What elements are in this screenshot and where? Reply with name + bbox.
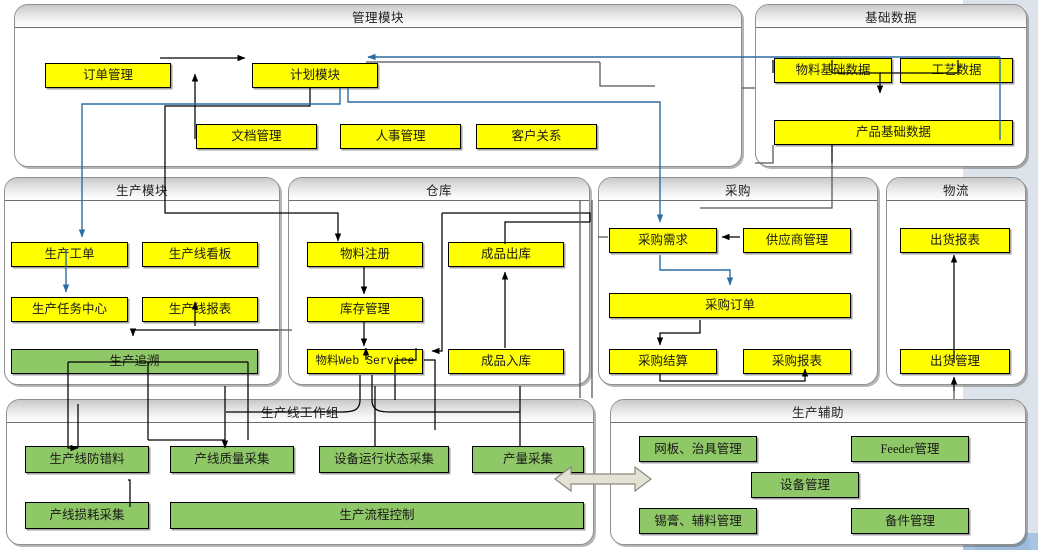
panel-basic-data-header: 基础数据: [756, 5, 1026, 28]
node-doc-mgmt[interactable]: 文档管理: [196, 124, 317, 149]
panel-management-header: 管理模块: [15, 5, 741, 28]
node-supplier-mgmt[interactable]: 供应商管理: [743, 228, 851, 253]
panel-logistics[interactable]: 物流 出货报表 出货管理: [886, 177, 1026, 385]
node-stencil-jig[interactable]: 网板、治具管理: [639, 436, 757, 462]
node-equipment-mgmt[interactable]: 设备管理: [751, 472, 859, 498]
panel-production-support[interactable]: 生产辅助 网板、治具管理 Feeder管理 设备管理 锡膏、辅料管理 备件管理: [610, 399, 1026, 545]
node-equip-status[interactable]: 设备运行状态采集: [319, 446, 449, 473]
node-traceability[interactable]: 生产追溯: [11, 349, 258, 374]
panel-line-workgroup-body: 生产线防错料 产线质量采集 设备运行状态采集 产量采集 产线损耗采集 生产流程控…: [7, 422, 593, 544]
node-fg-outbound[interactable]: 成品出库: [448, 242, 564, 267]
node-hr-mgmt[interactable]: 人事管理: [340, 124, 461, 149]
panel-line-workgroup-header: 生产线工作组: [7, 400, 593, 423]
panel-warehouse-header: 仓库: [289, 178, 589, 201]
node-plan-module[interactable]: 计划模块: [252, 63, 378, 88]
panel-purchasing-body: 采购需求 供应商管理 采购订单 采购结算 采购报表: [599, 200, 877, 384]
panel-production-body: 生产工单 生产线看板 生产任务中心 生产线报表 生产追溯: [5, 200, 279, 384]
node-spare-parts[interactable]: 备件管理: [851, 508, 969, 534]
node-process-control[interactable]: 生产流程控制: [170, 502, 584, 529]
bidirectional-arrow-icon: [554, 465, 652, 493]
panel-purchasing-header: 采购: [599, 178, 877, 201]
node-output-collect[interactable]: 产量采集: [472, 446, 584, 473]
node-feeder-mgmt[interactable]: Feeder管理: [851, 436, 969, 462]
node-purchase-req[interactable]: 采购需求: [609, 228, 717, 253]
panel-production-support-header: 生产辅助: [611, 400, 1025, 423]
panel-production-title: 生产模块: [115, 183, 168, 198]
node-line-mistake-proof[interactable]: 生产线防错料: [25, 446, 149, 473]
panel-logistics-body: 出货报表 出货管理: [887, 200, 1025, 384]
panel-logistics-header: 物流: [887, 178, 1025, 201]
node-purchase-order[interactable]: 采购订单: [609, 293, 851, 318]
node-inventory-mgmt[interactable]: 库存管理: [307, 297, 423, 322]
node-line-report[interactable]: 生产线报表: [142, 297, 258, 322]
node-line-loss[interactable]: 产线损耗采集: [25, 502, 149, 529]
panel-basic-data[interactable]: 基础数据 物料基础数据 工艺数据 产品基础数据: [755, 4, 1027, 167]
panel-purchasing-title: 采购: [724, 183, 751, 198]
node-ship-mgmt[interactable]: 出货管理: [900, 349, 1010, 374]
panel-management-body: 订单管理 计划模块 文档管理 人事管理 客户关系: [15, 27, 741, 166]
node-line-quality[interactable]: 产线质量采集: [170, 446, 294, 473]
node-material-web-service[interactable]: 物料Web Service: [307, 349, 423, 374]
panel-management[interactable]: 管理模块 订单管理 计划模块 文档管理 人事管理 客户关系: [14, 4, 742, 167]
node-process-data[interactable]: 工艺数据: [900, 58, 1013, 83]
node-fg-inbound[interactable]: 成品入库: [448, 349, 564, 374]
panel-warehouse-title: 仓库: [425, 183, 452, 198]
node-task-center[interactable]: 生产任务中心: [11, 297, 128, 322]
node-customer-rel[interactable]: 客户关系: [476, 124, 597, 149]
panel-basic-data-title: 基础数据: [864, 10, 917, 25]
node-purchase-settle[interactable]: 采购结算: [609, 349, 717, 374]
node-purchase-report[interactable]: 采购报表: [743, 349, 851, 374]
node-material-basic[interactable]: 物料基础数据: [774, 58, 892, 83]
panel-warehouse-body: 物料注册 成品出库 库存管理 物料Web Service 成品入库: [289, 200, 589, 384]
panel-production[interactable]: 生产模块 生产工单 生产线看板 生产任务中心 生产线报表 生产追溯: [4, 177, 280, 385]
panel-production-support-body: 网板、治具管理 Feeder管理 设备管理 锡膏、辅料管理 备件管理: [611, 422, 1025, 544]
panel-logistics-title: 物流: [942, 183, 969, 198]
panel-warehouse[interactable]: 仓库 物料注册 成品出库 库存管理 物料Web Service 成品入库: [288, 177, 590, 385]
node-work-order[interactable]: 生产工单: [11, 242, 128, 267]
panel-production-support-title: 生产辅助: [791, 405, 844, 420]
node-line-kanban[interactable]: 生产线看板: [142, 242, 258, 267]
panel-management-title: 管理模块: [351, 10, 404, 25]
node-order-mgmt[interactable]: 订单管理: [45, 63, 171, 88]
node-solder-aux[interactable]: 锡膏、辅料管理: [639, 508, 757, 534]
panel-line-workgroup-title: 生产线工作组: [260, 405, 339, 420]
node-ship-report[interactable]: 出货报表: [900, 228, 1010, 253]
panel-purchasing[interactable]: 采购 采购需求 供应商管理 采购订单 采购结算 采购报表: [598, 177, 878, 385]
node-material-reg[interactable]: 物料注册: [307, 242, 423, 267]
panel-production-header: 生产模块: [5, 178, 279, 201]
panel-basic-data-body: 物料基础数据 工艺数据 产品基础数据: [756, 27, 1026, 166]
node-product-basic[interactable]: 产品基础数据: [774, 120, 1013, 145]
panel-line-workgroup[interactable]: 生产线工作组 生产线防错料 产线质量采集 设备运行状态采集 产量采集 产线损耗采…: [6, 399, 594, 545]
